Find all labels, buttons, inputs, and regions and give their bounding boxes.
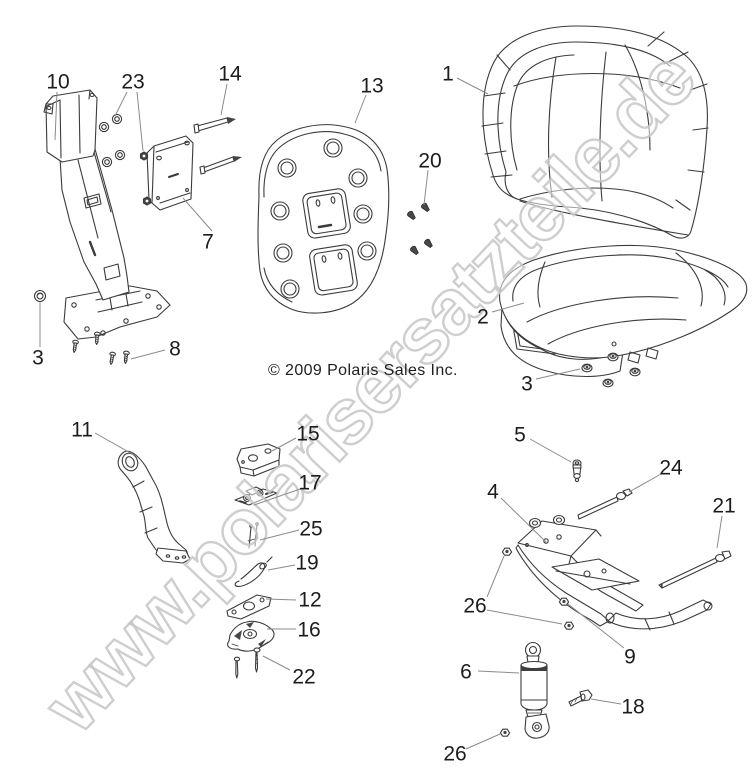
callout-leader-4 bbox=[500, 497, 547, 543]
callout-label-15: 15 bbox=[296, 423, 319, 446]
nut-26-upper bbox=[501, 547, 513, 556]
callout-label-23: 23 bbox=[121, 71, 144, 94]
callout-leader-8 bbox=[130, 349, 166, 360]
callout-label-2: 2 bbox=[477, 306, 489, 329]
cam-16 bbox=[227, 620, 275, 652]
part-6-shock-absorber bbox=[520, 641, 550, 739]
callout-label-5: 5 bbox=[514, 424, 526, 447]
callout-leader-9 bbox=[567, 603, 625, 649]
part-10-seat-mount-bracket bbox=[43, 89, 171, 340]
part-11-strap bbox=[117, 450, 191, 564]
callout-label-14: 14 bbox=[218, 63, 242, 86]
callout-leader-18 bbox=[590, 698, 622, 705]
callout-label-16: 16 bbox=[297, 619, 320, 642]
callout-leader-26 bbox=[486, 555, 505, 598]
callout-label-8: 8 bbox=[169, 338, 181, 361]
nut-26-middle bbox=[563, 621, 575, 630]
callout-leader-6 bbox=[477, 670, 520, 674]
callout-label-12: 12 bbox=[298, 589, 321, 612]
callout-leader-23 bbox=[136, 91, 144, 152]
callout-label-24: 24 bbox=[659, 457, 683, 480]
nut-3-left bbox=[33, 289, 47, 303]
callout-leader-26 bbox=[465, 733, 501, 750]
callout-label-26: 26 bbox=[463, 595, 486, 618]
callout-label-22: 22 bbox=[292, 666, 315, 689]
callout-label-10: 10 bbox=[46, 71, 69, 94]
callout-leader-22 bbox=[262, 655, 291, 671]
callout-leader-12 bbox=[265, 598, 297, 601]
nut-9 bbox=[558, 597, 570, 606]
callout-leader-25 bbox=[259, 529, 300, 541]
callout-leader-2 bbox=[491, 302, 525, 313]
callout-leader-26 bbox=[486, 609, 563, 625]
screws-22-group bbox=[233, 647, 261, 679]
callout-leader-24 bbox=[628, 473, 662, 493]
part-2-seat-bottom bbox=[499, 244, 748, 377]
callout-leader-21 bbox=[716, 515, 723, 549]
nuts-3-group bbox=[581, 352, 641, 388]
callout-label-7: 7 bbox=[202, 231, 214, 254]
part-4-adjuster-frame bbox=[515, 514, 713, 631]
callout-label-11: 11 bbox=[71, 419, 93, 442]
callout-leader-15 bbox=[271, 437, 297, 452]
callout-leader-20 bbox=[423, 169, 429, 206]
nut-26-bottom bbox=[499, 728, 511, 737]
callout-leader-10 bbox=[54, 91, 58, 141]
bolt-18 bbox=[568, 689, 593, 707]
callout-leader-23 bbox=[114, 91, 128, 117]
callout-leader-3 bbox=[535, 368, 581, 380]
callout-layer: 1233456789101112131415161718192021222324… bbox=[32, 63, 736, 766]
callout-leader-11 bbox=[94, 432, 137, 457]
callout-label-17: 17 bbox=[298, 472, 321, 495]
callout-label-25: 25 bbox=[299, 518, 322, 541]
part-7-bracket bbox=[146, 135, 194, 211]
callout-label-26: 26 bbox=[443, 743, 466, 766]
callout-leader-14 bbox=[220, 83, 228, 116]
clip-19 bbox=[234, 556, 273, 587]
callout-leader-7 bbox=[182, 197, 213, 232]
part-1-seat-back bbox=[481, 25, 709, 239]
bolt-21 bbox=[658, 550, 732, 589]
callout-leader-19 bbox=[267, 564, 296, 571]
part-13-seat-back-plate bbox=[257, 124, 390, 314]
callout-label-6: 6 bbox=[460, 661, 472, 684]
callout-label-20: 20 bbox=[418, 150, 441, 173]
callout-label-3: 3 bbox=[521, 373, 533, 396]
part-17-latch bbox=[234, 486, 278, 506]
part-15-spacer bbox=[236, 443, 281, 477]
part-5-fitting bbox=[572, 459, 582, 483]
callout-label-4: 4 bbox=[487, 481, 499, 504]
callout-label-3: 3 bbox=[32, 347, 44, 370]
callout-leader-5 bbox=[529, 438, 572, 463]
callout-label-13: 13 bbox=[360, 75, 383, 98]
callout-leader-13 bbox=[354, 94, 367, 124]
screws-8-group bbox=[72, 331, 130, 365]
screws-20-group bbox=[407, 202, 433, 255]
pins-25 bbox=[247, 522, 259, 549]
nuts-23-group bbox=[98, 113, 152, 206]
plate-12 bbox=[226, 594, 272, 620]
callout-label-18: 18 bbox=[621, 696, 644, 719]
callout-label-9: 9 bbox=[624, 646, 636, 669]
bolts-14-group bbox=[193, 117, 242, 175]
callout-label-1: 1 bbox=[442, 63, 454, 86]
callout-label-21: 21 bbox=[712, 495, 735, 518]
bolt-24 bbox=[577, 488, 633, 520]
callout-leader-17 bbox=[253, 487, 304, 506]
callout-label-19: 19 bbox=[295, 552, 318, 575]
copyright-text: © 2009 Polaris Sales Inc. bbox=[268, 362, 458, 379]
callout-leader-1 bbox=[456, 77, 489, 95]
